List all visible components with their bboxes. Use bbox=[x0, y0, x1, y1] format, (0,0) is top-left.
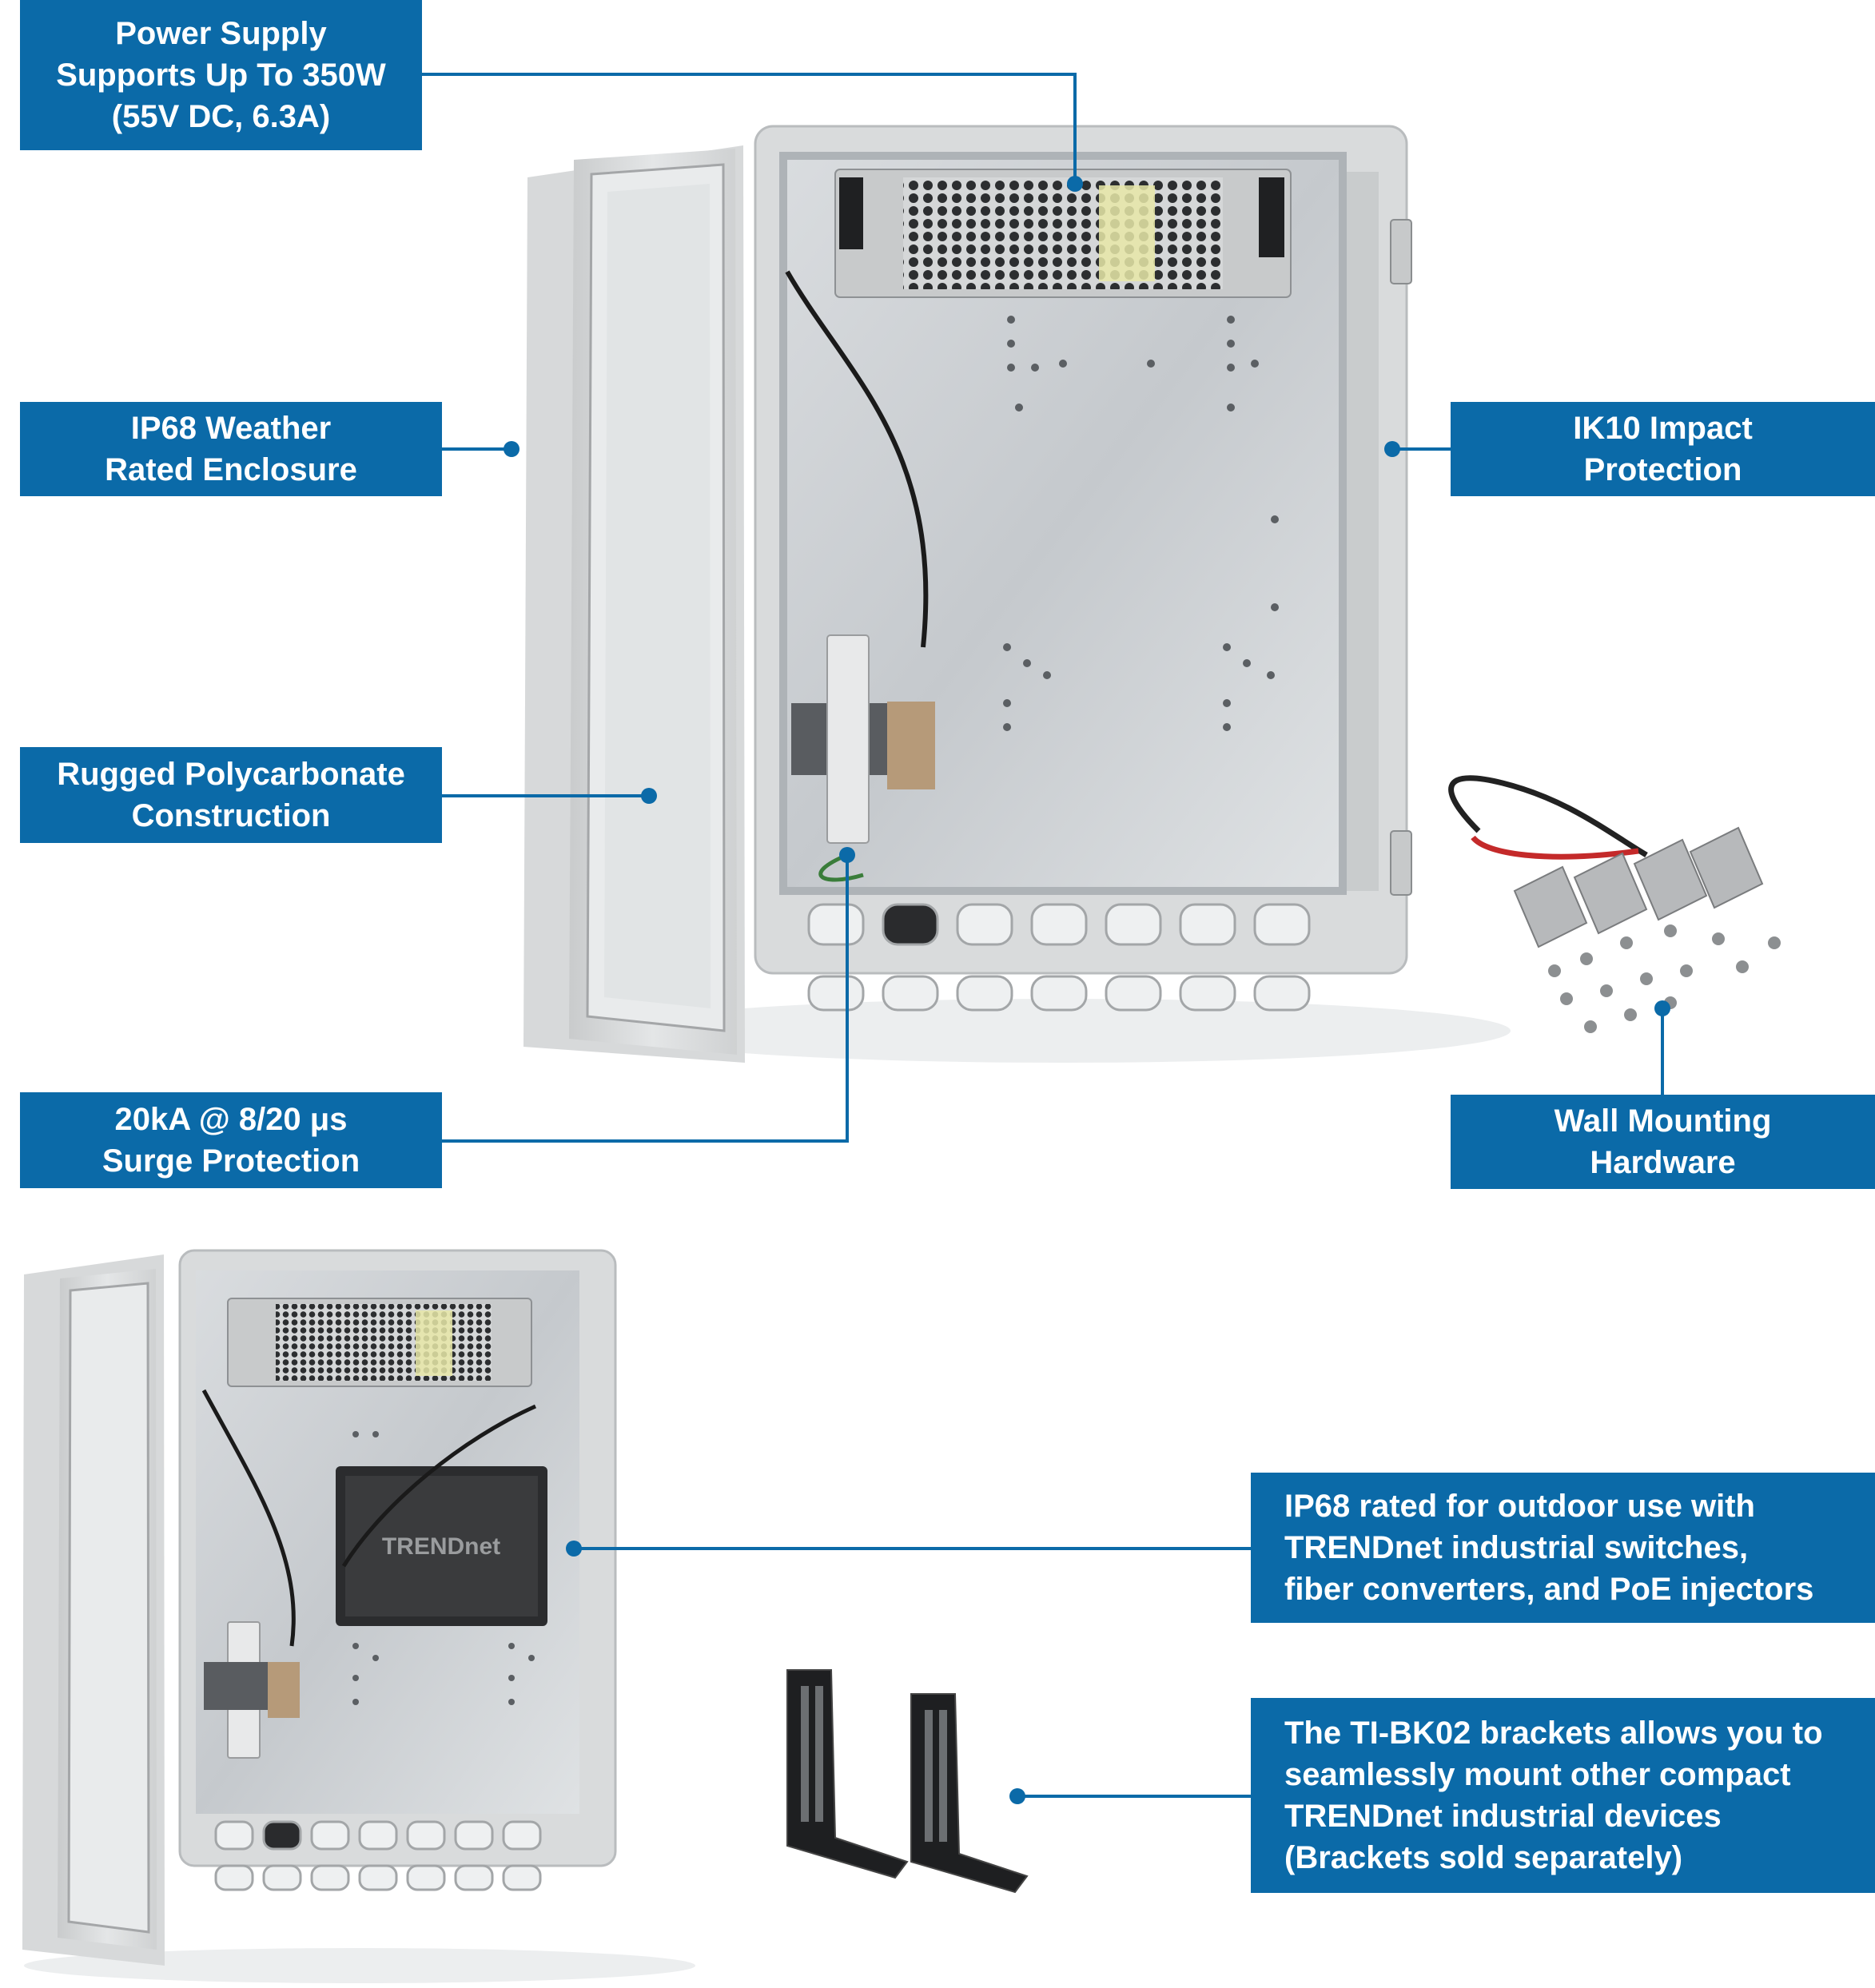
callout-outdoor-use: IP68 rated for outdoor use with TRENDnet… bbox=[1251, 1473, 1875, 1623]
top-enclosure bbox=[523, 125, 1511, 1063]
callout-polycarbonate-text: Rugged Polycarbonate Construction bbox=[57, 757, 405, 833]
callout-brackets-text: The TI-BK02 brackets allows you to seaml… bbox=[1284, 1716, 1823, 1875]
callout-impact: IK10 Impact Protection bbox=[1451, 402, 1875, 496]
callout-wall-mount-text: Wall Mounting Hardware bbox=[1554, 1103, 1772, 1180]
callout-wall-mount: Wall Mounting Hardware bbox=[1451, 1095, 1875, 1189]
callout-surge: 20kA @ 8/20 μs Surge Protection bbox=[20, 1092, 442, 1188]
device-logo: TRENDnet bbox=[382, 1533, 500, 1560]
callout-power-supply: Power Supply Supports Up To 350W (55V DC… bbox=[20, 0, 422, 150]
callout-polycarbonate: Rugged Polycarbonate Construction bbox=[20, 747, 442, 843]
callout-power-supply-text: Power Supply Supports Up To 350W (55V DC… bbox=[56, 16, 386, 134]
callout-impact-text: IK10 Impact Protection bbox=[1573, 411, 1753, 487]
leader-dots bbox=[504, 176, 1670, 1804]
bottom-enclosure bbox=[22, 1249, 695, 1983]
callout-surge-text: 20kA @ 8/20 μs Surge Protection bbox=[102, 1102, 360, 1179]
callout-brackets: The TI-BK02 brackets allows you to seaml… bbox=[1251, 1698, 1875, 1893]
wall-mount-hardware-image bbox=[1448, 775, 1781, 1033]
brackets-image bbox=[786, 1669, 1029, 1894]
leader-lines bbox=[422, 73, 1664, 1798]
callout-outdoor-use-text: IP68 rated for outdoor use with TRENDnet… bbox=[1284, 1489, 1814, 1607]
callout-weather-rated-text: IP68 Weather Rated Enclosure bbox=[105, 411, 357, 487]
callout-weather-rated: IP68 Weather Rated Enclosure bbox=[20, 402, 442, 496]
